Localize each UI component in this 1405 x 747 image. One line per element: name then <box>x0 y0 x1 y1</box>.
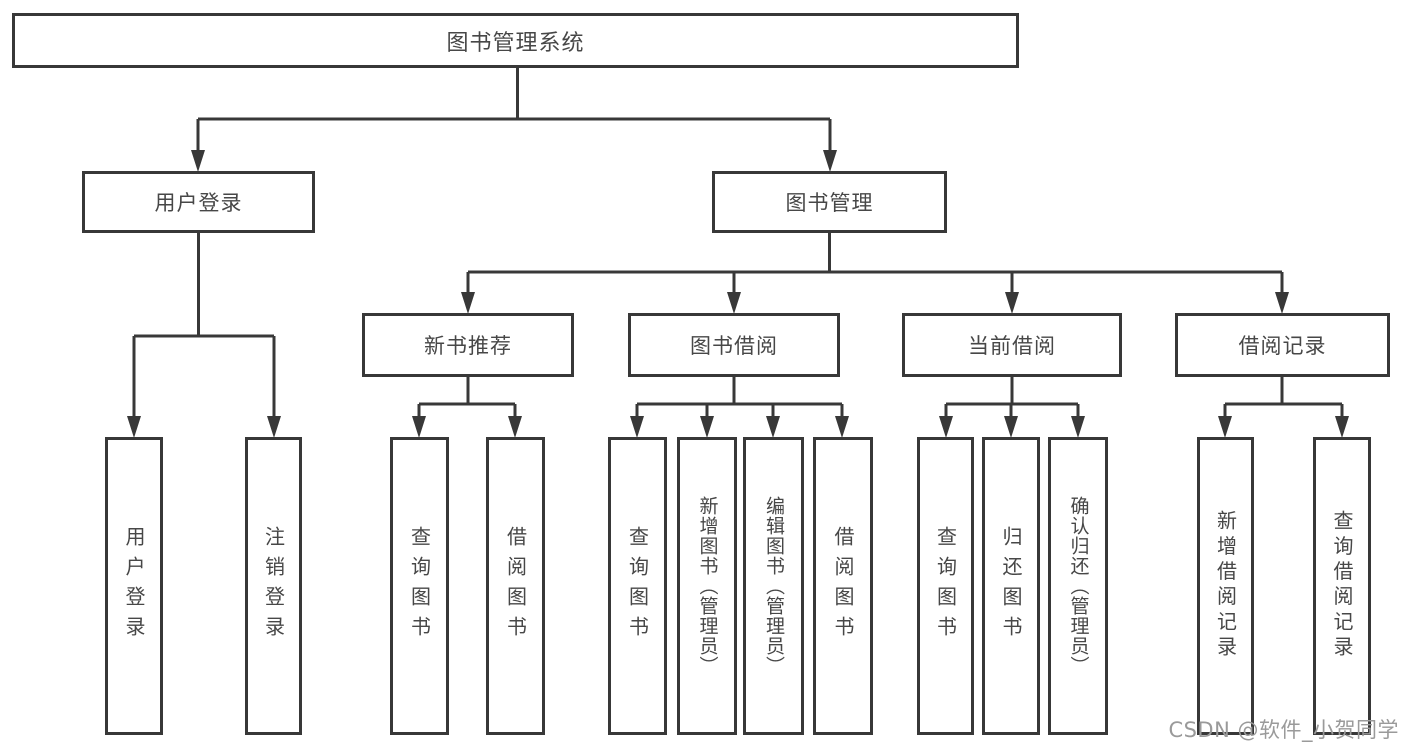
leaf-label: 注销登录 <box>261 526 286 646</box>
leaf-label: 借阅图书 <box>831 526 855 646</box>
leaf-borrow-books: 借阅图书 <box>813 437 873 735</box>
leaf-borrow-books: 借阅图书 <box>486 437 545 735</box>
node-book-management: 图书管理 <box>712 171 947 233</box>
node-label: 图书借阅 <box>690 334 778 358</box>
leaf-label: 归还图书 <box>999 526 1023 646</box>
leaf-query-books: 查询图书 <box>917 437 974 735</box>
leaf-query-books: 查询图书 <box>608 437 667 735</box>
leaf-return-books: 归还图书 <box>982 437 1040 735</box>
leaf-label: 查询借阅记录 <box>1330 510 1354 662</box>
node-user-login: 用户登录 <box>82 171 315 233</box>
node-label: 图书管理 <box>785 191 874 215</box>
leaf-user-login: 用户登录 <box>105 437 163 735</box>
leaf-edit-books-admin: 编辑图书（管理员） <box>743 437 804 735</box>
node-borrowing-records: 借阅记录 <box>1175 313 1390 377</box>
leaf-label: 查询图书 <box>625 526 650 646</box>
node-library-management-system: 图书管理系统 <box>12 13 1019 68</box>
leaf-logout: 注销登录 <box>245 437 302 735</box>
leaf-add-borrow-record: 新增借阅记录 <box>1197 437 1254 735</box>
leaf-label: 确认归还（管理员） <box>1067 496 1090 676</box>
leaf-query-borrow-record: 查询借阅记录 <box>1313 437 1371 735</box>
node-label: 图书管理系统 <box>446 30 585 56</box>
node-label: 当前借阅 <box>968 334 1056 358</box>
leaf-label: 查询图书 <box>407 526 432 646</box>
leaf-label: 借阅图书 <box>503 526 528 646</box>
leaf-label: 新增图书（管理员） <box>696 496 719 676</box>
node-new-book-recommendation: 新书推荐 <box>362 313 574 377</box>
node-label: 新书推荐 <box>424 334 512 358</box>
node-book-borrowing: 图书借阅 <box>628 313 840 377</box>
leaf-label: 编辑图书（管理员） <box>763 496 785 676</box>
leaf-label: 新增借阅记录 <box>1213 510 1238 662</box>
node-current-borrowing: 当前借阅 <box>902 313 1122 377</box>
leaf-label: 用户登录 <box>122 526 146 646</box>
csdn-watermark: CSDN @软件_小贺同学 <box>1168 718 1399 742</box>
leaf-query-books: 查询图书 <box>390 437 449 735</box>
leaf-add-books-admin: 新增图书（管理员） <box>677 437 737 735</box>
leaf-confirm-return-admin: 确认归还（管理员） <box>1048 437 1108 735</box>
node-label: 用户登录 <box>154 191 243 215</box>
node-label: 借阅记录 <box>1238 334 1327 358</box>
leaf-label: 查询图书 <box>933 526 958 646</box>
